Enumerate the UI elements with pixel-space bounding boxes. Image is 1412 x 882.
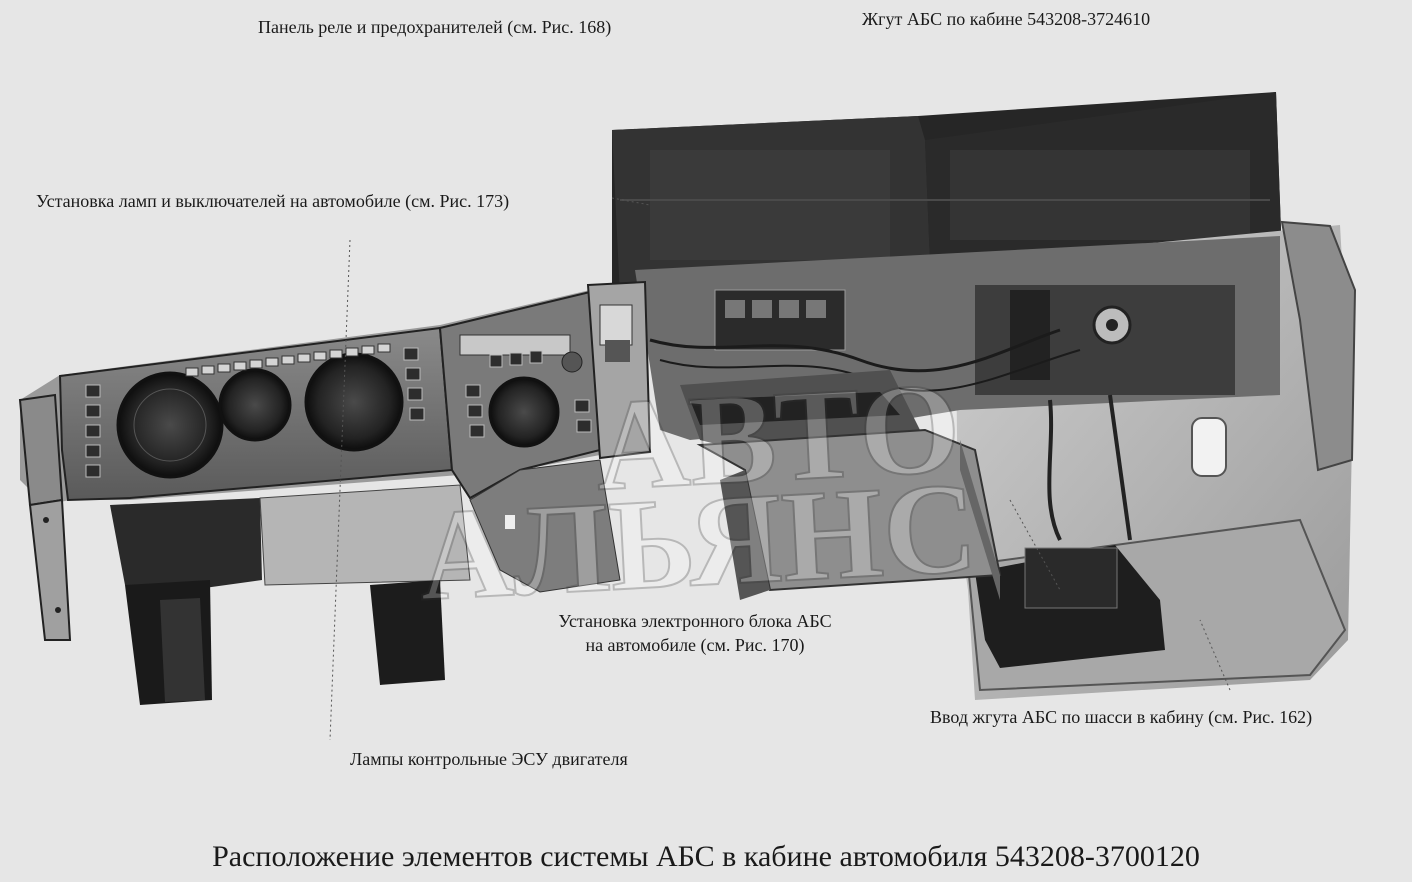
watermark-line2: АЛЬЯНС (415, 456, 980, 629)
figure-caption: Расположение элементов системы АБС в каб… (212, 840, 1200, 873)
label-engine-lamps: Лампы контрольные ЭСУ двигателя (350, 749, 628, 769)
label-lamps-switches: Установка ламп и выключателей на автомоб… (36, 191, 510, 211)
label-relay-panel: Панель реле и предохранителей (см. Рис. … (258, 17, 612, 37)
abs-ecu-block (680, 370, 1002, 600)
leader-lines (329, 197, 1231, 741)
watermark: АВТО АЛЬЯНС (414, 355, 981, 630)
relay-panel-housing (612, 92, 1282, 300)
label-ecu-line2: на автомобиле (см. Рис. 170) (585, 635, 805, 655)
instrument-board (18, 280, 652, 641)
lower-brackets (110, 459, 621, 705)
label-abs-harness-cab: Жгут АБС по кабине 543208-3724610 (862, 9, 1151, 29)
label-ecu-line1: Установка электронного блока АБС (558, 611, 832, 631)
watermark-line1: АВТО (592, 356, 964, 519)
label-harness-entry: Ввод жгута АБС по шасси в кабину (см. Ри… (930, 707, 1313, 727)
